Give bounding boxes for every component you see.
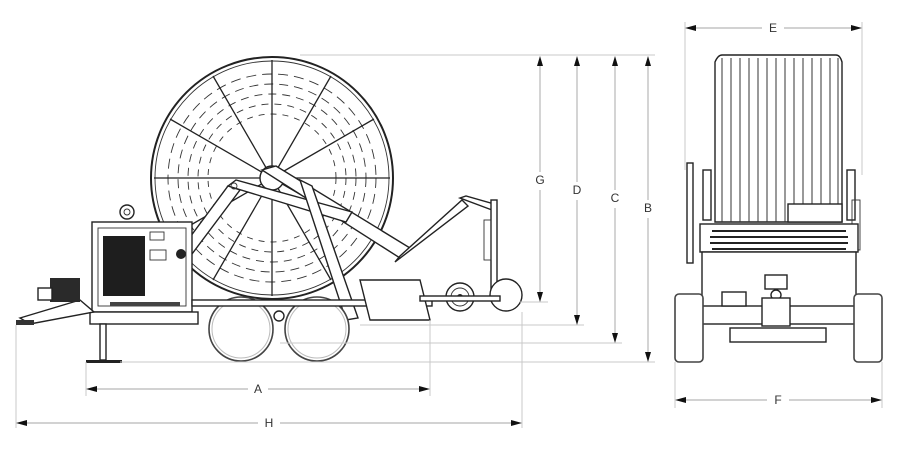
dimension-h-label: H xyxy=(265,416,274,430)
dimension-e: E xyxy=(685,21,862,35)
turret-cart xyxy=(394,195,523,312)
jack-stand xyxy=(86,323,122,363)
rear-body xyxy=(701,251,857,343)
dimension-b: B xyxy=(644,56,652,362)
reel-drum xyxy=(150,56,394,300)
dimension-d: D xyxy=(573,56,582,325)
dimension-g: G xyxy=(535,56,545,302)
dimension-d-label: D xyxy=(573,183,582,197)
dimension-a: A xyxy=(86,382,430,396)
drawbar xyxy=(16,278,96,325)
rear-view: E F xyxy=(674,21,883,408)
rear-tires xyxy=(674,293,883,363)
rear-grille xyxy=(699,223,859,253)
dimension-f: F xyxy=(675,393,882,407)
rear-reel-drum xyxy=(714,54,843,223)
dimension-g-label: G xyxy=(535,173,544,187)
engine-cabinet xyxy=(89,204,199,325)
dimension-c-label: C xyxy=(611,191,620,205)
dimension-b-label: B xyxy=(644,201,652,215)
dimension-e-label: E xyxy=(769,21,777,35)
dimension-f-label: F xyxy=(774,393,781,407)
dimension-a-label: A xyxy=(254,382,262,396)
dimension-h: H xyxy=(16,416,522,430)
tires xyxy=(208,296,350,362)
dimension-c: C xyxy=(611,56,620,343)
side-view: G D C B xyxy=(15,54,655,430)
